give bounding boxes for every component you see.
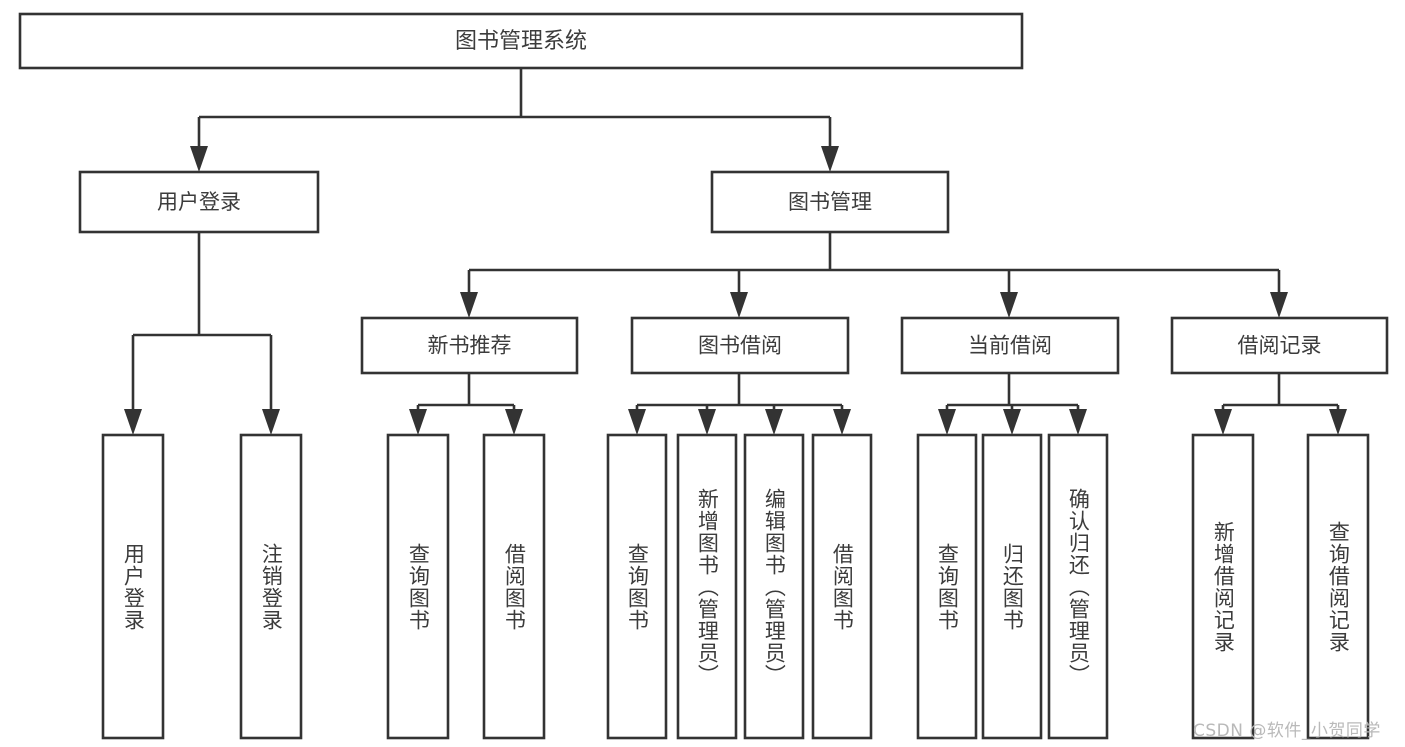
arrow-head: [124, 409, 142, 435]
node-box-user-login[interactable]: [78, 170, 320, 234]
arrow-head: [262, 409, 280, 435]
node-box-leaf-query-record[interactable]: [1306, 433, 1370, 740]
arrow-head: [765, 409, 783, 435]
arrow-head: [628, 409, 646, 435]
node-box-leaf-query-book-1[interactable]: [386, 433, 450, 740]
node-label-current-borrow: 当前借阅: [968, 334, 1052, 358]
connector-book-borrow: [628, 373, 851, 435]
connector-layer: [124, 68, 1347, 435]
node-label-user-login: 用户登录: [157, 190, 241, 214]
arrow-head: [730, 292, 748, 318]
node-box-leaf-user-logout[interactable]: [239, 433, 303, 740]
connector-new-book-rec: [409, 373, 523, 435]
arrow-head: [1270, 292, 1288, 318]
node-box-leaf-return-book[interactable]: [981, 433, 1043, 740]
arrow-head: [821, 146, 839, 172]
node-box-leaf-add-book[interactable]: [676, 433, 738, 740]
node-label-book-manage: 图书管理: [788, 190, 872, 214]
connector-root: [190, 68, 839, 172]
node-box-layer: [18, 12, 1389, 740]
node-box-leaf-edit-book[interactable]: [743, 433, 805, 740]
node-box-leaf-borrow-book-2[interactable]: [811, 433, 873, 740]
node-box-new-book-rec[interactable]: [360, 316, 579, 375]
node-box-leaf-user-login[interactable]: [101, 433, 165, 740]
node-box-current-borrow[interactable]: [900, 316, 1120, 375]
connector-current-borrow: [938, 373, 1087, 435]
connector-book-manage: [460, 232, 1288, 318]
node-box-root[interactable]: [18, 12, 1024, 70]
arrow-head: [460, 292, 478, 318]
csdn-watermark: CSDN @软件_小贺同学: [1193, 721, 1381, 741]
node-label-root: 图书管理系统: [455, 29, 587, 54]
node-box-borrow-record[interactable]: [1170, 316, 1389, 375]
node-label-borrow-record: 借阅记录: [1238, 334, 1322, 358]
node-box-book-borrow[interactable]: [630, 316, 850, 375]
arrow-head: [1000, 292, 1018, 318]
node-box-leaf-confirm-return[interactable]: [1047, 433, 1109, 740]
node-box-book-manage[interactable]: [710, 170, 950, 234]
arrow-head: [1329, 409, 1347, 435]
arrow-head: [190, 146, 208, 172]
arrow-head: [938, 409, 956, 435]
node-box-leaf-add-record[interactable]: [1191, 433, 1255, 740]
connector-user-login: [124, 232, 280, 435]
arrow-head: [1003, 409, 1021, 435]
node-box-leaf-borrow-book-1[interactable]: [482, 433, 546, 740]
node-box-leaf-query-book-3[interactable]: [916, 433, 978, 740]
arrow-head: [1069, 409, 1087, 435]
node-label-book-borrow: 图书借阅: [698, 334, 782, 358]
node-box-leaf-query-book-2[interactable]: [606, 433, 668, 740]
connector-borrow-record: [1214, 373, 1347, 435]
arrow-head: [698, 409, 716, 435]
arrow-head: [409, 409, 427, 435]
arrow-head: [833, 409, 851, 435]
arrow-head: [505, 409, 523, 435]
arrow-head: [1214, 409, 1232, 435]
node-label-new-book-rec: 新书推荐: [428, 334, 512, 358]
